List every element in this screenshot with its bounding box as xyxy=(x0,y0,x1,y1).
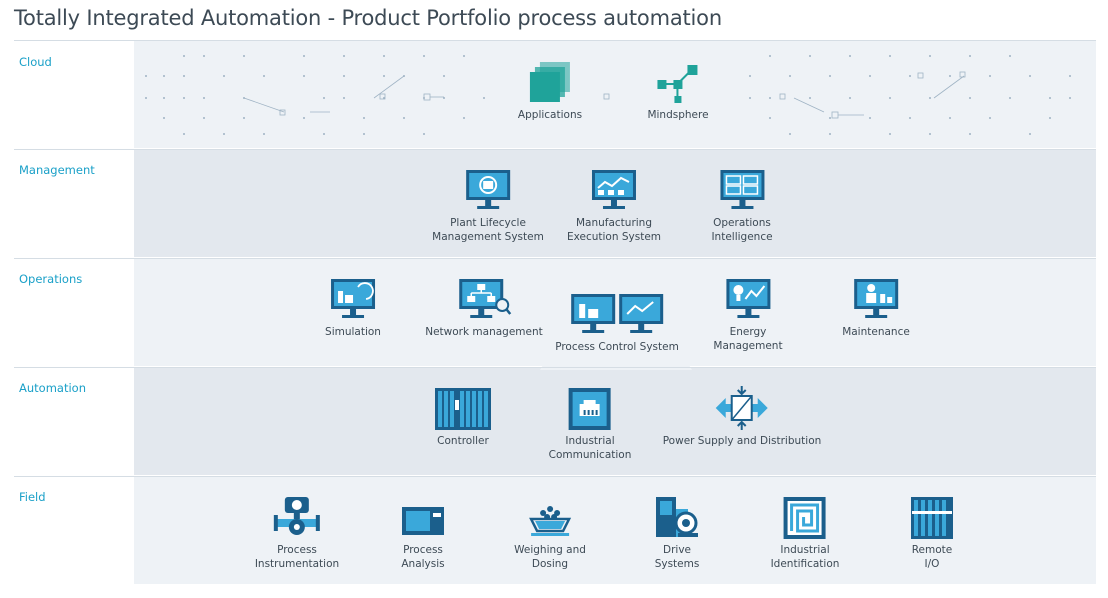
field-item-label: Process Analysis xyxy=(401,544,445,570)
process-control-tab xyxy=(540,352,692,370)
field-item-remote-io[interactable]: Remote I/O xyxy=(907,495,957,571)
cloud-item-label: Mindsphere xyxy=(647,109,709,121)
drive-systems-icon xyxy=(656,497,698,537)
layer-label-management: Management xyxy=(19,163,95,177)
automation-item-label: Controller xyxy=(437,435,489,447)
maintenance-monitor-icon xyxy=(854,279,898,318)
cloud-item-label: Applications xyxy=(517,109,583,121)
field-item-drive-systems[interactable]: Drive Systems xyxy=(652,495,702,571)
layer-label-automation: Automation xyxy=(19,381,86,395)
layer-label-field: Field xyxy=(19,490,46,504)
process-analysis-icon xyxy=(402,507,444,535)
operations-item-label: Maintenance xyxy=(842,326,910,338)
automation-item-power-supply[interactable]: Power Supply and Distribution xyxy=(662,386,822,448)
operations-item-label: Energy Management xyxy=(713,326,783,352)
automation-item-industrial-communication[interactable]: Industrial Communication xyxy=(548,386,632,462)
field-item-label: Process Instrumentation xyxy=(254,544,340,570)
operations-item-label: Network management xyxy=(425,326,543,338)
process-instrumentation-icon xyxy=(273,497,320,535)
divider xyxy=(14,367,1096,368)
operations-intelligence-monitor-icon xyxy=(720,170,764,209)
divider xyxy=(14,258,1096,259)
field-item-weighing-dosing[interactable]: Weighing and Dosing xyxy=(514,495,586,571)
page-title: Totally Integrated Automation - Product … xyxy=(14,6,722,30)
management-item-plant-lifecycle[interactable]: Plant Lifecycle Management System xyxy=(432,168,544,244)
automation-item-controller[interactable]: Controller xyxy=(433,386,493,448)
automation-layer-band xyxy=(134,368,1096,475)
power-supply-icon xyxy=(716,386,768,430)
layer-label-cloud: Cloud xyxy=(19,55,52,69)
cloud-network-pattern xyxy=(145,55,1071,135)
industrial-communication-icon xyxy=(568,388,611,430)
weighing-dosing-icon xyxy=(528,506,572,536)
plant-lifecycle-monitor-icon xyxy=(465,170,510,209)
management-item-operations-intelligence[interactable]: Operations Intelligence xyxy=(711,168,773,244)
operations-item-simulation[interactable]: Simulation xyxy=(325,277,381,339)
layer-label-operations: Operations xyxy=(19,272,83,286)
management-item-label: Operations Intelligence xyxy=(711,217,773,243)
operations-item-process-control-system[interactable]: Process Control System xyxy=(555,292,679,354)
cloud-layer-band xyxy=(134,40,1096,148)
management-item-label: Plant Lifecycle Management System xyxy=(432,217,544,243)
divider xyxy=(14,40,1096,41)
operations-item-label: Simulation xyxy=(325,326,381,338)
energy-management-monitor-icon xyxy=(725,279,770,318)
divider xyxy=(14,149,1096,150)
management-item-label: Manufacturing Execution System xyxy=(566,217,662,243)
mindsphere-icon xyxy=(657,65,697,103)
network-management-monitor-icon xyxy=(458,279,511,318)
operations-item-energy-management[interactable]: Energy Management xyxy=(713,277,783,353)
controller-icon xyxy=(435,388,491,430)
field-item-label: Drive Systems xyxy=(654,544,700,570)
simulation-monitor-icon xyxy=(331,279,375,318)
applications-icon xyxy=(529,62,570,102)
process-control-monitors-icon xyxy=(571,294,663,333)
cloud-item-mindsphere[interactable]: Mindsphere xyxy=(647,60,709,122)
management-item-manufacturing[interactable]: Manufacturing Execution System xyxy=(567,168,661,244)
remote-io-icon xyxy=(911,497,953,539)
automation-item-label: Industrial Communication xyxy=(548,435,632,461)
automation-item-label: Power Supply and Distribution xyxy=(662,435,822,447)
divider xyxy=(14,476,1096,477)
industrial-identification-icon xyxy=(783,497,826,539)
operations-item-maintenance[interactable]: Maintenance xyxy=(842,277,910,339)
manufacturing-monitor-icon xyxy=(592,170,636,209)
field-item-industrial-identification[interactable]: Industrial Identification xyxy=(770,495,840,571)
field-item-process-instrumentation[interactable]: Process Instrumentation xyxy=(255,495,339,571)
field-item-label: Weighing and Dosing xyxy=(514,544,586,570)
field-item-label: Remote I/O xyxy=(911,544,953,570)
cloud-item-applications[interactable]: Applications xyxy=(518,60,582,122)
operations-item-network-management[interactable]: Network management xyxy=(425,277,543,339)
field-item-label: Industrial Identification xyxy=(770,544,840,570)
operations-item-label: Process Control System xyxy=(555,341,679,353)
field-item-process-analysis[interactable]: Process Analysis xyxy=(398,495,448,571)
